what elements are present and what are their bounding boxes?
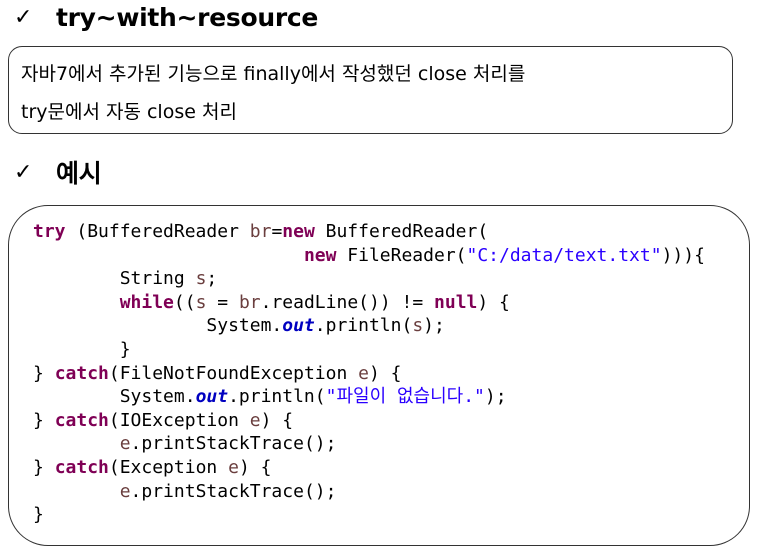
code-token: .println( (228, 386, 326, 408)
section-title: 예시 (56, 159, 102, 188)
static-field-token: out (195, 386, 229, 408)
description-line: try문에서 자동 close 처리 (21, 101, 237, 123)
variable-token: br (249, 221, 272, 242)
code-line: System.out.println("파일이 없습니다."); (33, 385, 749, 409)
code-token: .println( (314, 315, 413, 337)
section-heading-try-with-resource: ✓ try~with~resource (14, 0, 318, 34)
keyword-token: while (119, 291, 174, 313)
code-line: } (33, 503, 749, 527)
indent (33, 245, 304, 266)
variable-token: e (358, 362, 369, 384)
code-token: ; (206, 268, 218, 290)
checkmark-icon: ✓ (14, 159, 33, 185)
code-token: ) { (238, 456, 272, 478)
variable-token: s (412, 315, 424, 337)
code-line: while((s = br.readLine()) != null) { (33, 291, 749, 315)
description-line: 자바7에서 추가된 기능으로 finally에서 작성했던 close 처리를 (21, 63, 526, 85)
variable-token: s (195, 291, 207, 313)
string-literal: "파일이 없습니다." (325, 386, 485, 408)
variable-token: e (228, 456, 239, 478)
keyword-token: try (33, 221, 66, 242)
code-block: try (BufferedReader br=new BufferedReade… (8, 205, 750, 546)
code-token: } (33, 456, 55, 478)
code-token: System. (119, 386, 196, 408)
keyword-token: new (303, 244, 337, 266)
keyword-token: catch (54, 456, 109, 478)
indent (33, 433, 120, 454)
keyword-token: catch (54, 362, 109, 384)
code-token: (BufferedReader (65, 221, 250, 242)
code-line: try (BufferedReader br=new BufferedReade… (33, 220, 749, 244)
code-token: ); (484, 386, 507, 408)
variable-token: s (195, 268, 207, 290)
variable-token: e (249, 409, 261, 431)
code-token: (FileNotFoundException (108, 362, 359, 384)
code-token: ))){ (661, 244, 705, 266)
section-heading-example: ✓ 예시 (14, 155, 102, 189)
code-line: e.printStackTrace(); (33, 432, 749, 456)
code-token: = (271, 221, 283, 242)
code-token: ); (423, 315, 445, 337)
string-literal: "C:/data/text.txt" (466, 244, 662, 266)
variable-token: e (119, 433, 131, 455)
code-token: System. (206, 315, 283, 337)
indent (33, 339, 120, 360)
code-line: } (33, 338, 749, 362)
code-line: } catch(Exception e) { (33, 456, 749, 480)
code-token: ) { (477, 291, 510, 313)
code-token: .readLine()) != (260, 291, 435, 313)
indent (33, 481, 120, 502)
code-token: (( (173, 291, 196, 313)
code-token: (Exception (108, 456, 229, 478)
code-line: } catch(IOException e) { (33, 409, 749, 433)
code-token: ) { (260, 409, 294, 431)
code-line: new FileReader("C:/data/text.txt"))){ (33, 244, 749, 268)
code-token: .printStackTrace(); (130, 480, 337, 502)
static-field-token: out (282, 315, 315, 337)
section-title: try~with~resource (56, 2, 319, 32)
variable-token: br (238, 291, 261, 313)
code-line: String s; (33, 267, 749, 291)
code-token: BufferedReader( (314, 221, 489, 242)
code-token: = (206, 291, 239, 313)
code-line: e.printStackTrace(); (33, 480, 749, 504)
indent (33, 386, 120, 407)
code-token: } (33, 362, 55, 384)
code-token: FileReader( (336, 244, 467, 266)
keyword-token: null (434, 291, 478, 313)
code-token: String (119, 268, 196, 290)
code-token: (IOException (108, 409, 250, 431)
checkmark-icon: ✓ (14, 4, 33, 30)
code-token: } (119, 338, 131, 360)
code-token: .printStackTrace(); (130, 433, 337, 455)
description-box: 자바7에서 추가된 기능으로 finally에서 작성했던 close 처리를 … (8, 46, 733, 134)
code-token: ) { (368, 362, 402, 384)
indent (33, 268, 120, 289)
keyword-token: new (282, 221, 315, 242)
indent (33, 315, 206, 336)
indent (33, 292, 120, 313)
code-line: System.out.println(s); (33, 314, 749, 338)
code-token: } (33, 504, 44, 526)
code-token: } (33, 409, 55, 431)
keyword-token: catch (54, 409, 109, 431)
code-line: } catch(FileNotFoundException e) { (33, 362, 749, 386)
variable-token: e (119, 480, 131, 502)
